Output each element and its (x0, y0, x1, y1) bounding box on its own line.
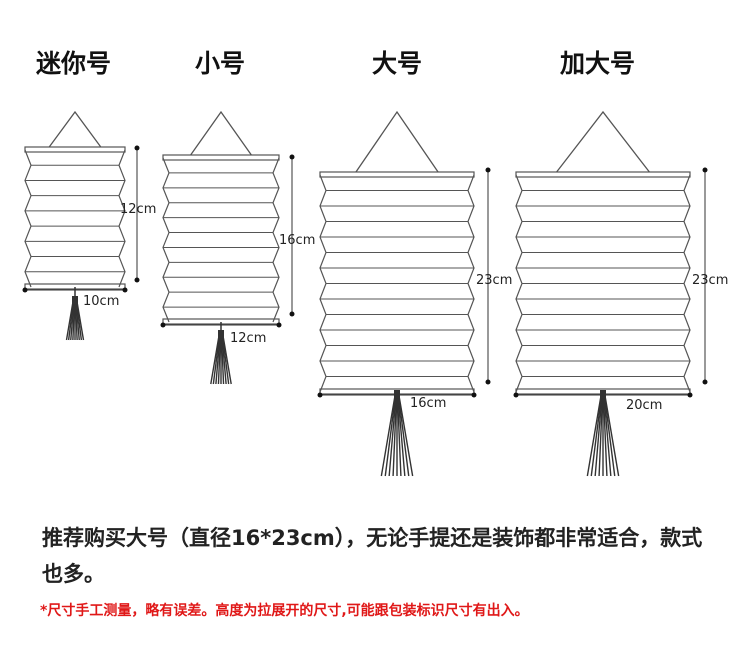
dimension-dot (122, 287, 128, 293)
tassel-thread (215, 337, 221, 385)
purchase-recommendation: 推荐购买大号（直径16*23cm），无论手提还是装饰都非常适合，款式也多。 (42, 526, 703, 586)
dimension-dot (317, 392, 323, 398)
measurement-note: *尺寸手工测量，略有误差。高度为拉展开的尺寸,可能跟包装标识尺寸有出入。 (40, 603, 529, 619)
width-label-small: 12cm (230, 331, 266, 346)
tassel-thread (212, 337, 220, 385)
lantern-top-rim-mini (24, 146, 126, 153)
tassel-thread (222, 337, 232, 385)
tassel-thread (397, 397, 406, 477)
width-label-large: 16cm (410, 396, 446, 411)
lantern-mini: 12cm 10cm (22, 110, 156, 341)
tassel-thread (392, 397, 398, 477)
lantern-left-edge-mini (24, 149, 32, 288)
lantern-left-edge-large (319, 174, 327, 393)
tassel-thread (217, 337, 222, 385)
width-label-mini: 10cm (83, 294, 119, 309)
tassel-thread (76, 303, 85, 341)
lantern-hanger-large (353, 110, 441, 176)
lantern-top-rim-large (319, 171, 475, 178)
tassel-thread (75, 303, 80, 341)
lantern-xlarge: 23cm 20cm (513, 110, 728, 477)
tassel-thread (604, 397, 616, 477)
tassel-thread (65, 303, 74, 341)
dimension-dot (485, 379, 491, 385)
tassel-knot (72, 296, 78, 304)
size-title-xlarge: 加大号 (560, 49, 636, 78)
dimension-dot (702, 379, 708, 385)
tassel-knot (394, 390, 400, 398)
tassel-thread (602, 397, 608, 477)
dimension-dot (289, 311, 295, 317)
height-label-xlarge: 23cm (692, 273, 728, 288)
lantern-right-edge-large (467, 174, 475, 393)
width-label-xlarge: 20cm (626, 398, 662, 413)
height-label-mini: 12cm (120, 202, 156, 217)
tassel-large (380, 390, 414, 477)
height-label-large: 23cm (476, 273, 512, 288)
tassel-thread (222, 337, 230, 385)
lantern-large: 23cm 16cm (317, 110, 512, 477)
dimension-dot (276, 322, 282, 328)
tassel-thread (221, 337, 227, 385)
tassel-thread (396, 397, 402, 477)
lantern-hanger-small (187, 110, 255, 159)
tassel-small (210, 322, 232, 385)
dimension-dot (687, 392, 693, 398)
tassel-thread (70, 303, 75, 341)
height-label-small: 16cm (279, 233, 315, 248)
dimension-dot (485, 167, 491, 173)
tassel-thread (594, 397, 603, 477)
tassel-thread (598, 397, 604, 477)
dimension-dot (160, 322, 166, 328)
tassel-knot (600, 390, 606, 398)
tassel-thread (398, 397, 414, 477)
dimension-dot (513, 392, 519, 398)
size-title-mini: 迷你号 (36, 49, 112, 78)
lantern-illustrations: 12cm 10cm 16cm 12cm 23cm 16cm 23cm 20cm (22, 110, 728, 477)
lantern-hanger-xlarge (553, 110, 653, 176)
tassel-xlarge (586, 390, 620, 477)
tassel-thread (604, 397, 620, 477)
tassel-thread (76, 303, 83, 341)
dimension-dot (702, 167, 708, 173)
dimension-dot (289, 154, 295, 160)
dimension-dot (471, 392, 477, 398)
tassel-thread (380, 397, 396, 477)
lantern-hanger-mini (46, 110, 104, 151)
lantern-left-edge-small (162, 157, 170, 323)
dimension-dot (22, 287, 28, 293)
tassel-thread (388, 397, 397, 477)
tassel-thread (210, 337, 220, 385)
tassel-thread (603, 397, 612, 477)
lantern-top-rim-small (162, 154, 280, 161)
tassel-thread (590, 397, 602, 477)
tassel-thread (398, 397, 410, 477)
lantern-right-edge-xlarge (683, 174, 691, 393)
tassel-thread (220, 337, 225, 385)
size-title-large: 大号 (372, 49, 423, 78)
tassel-thread (586, 397, 602, 477)
lantern-right-edge-small (272, 157, 280, 323)
dimension-dot (134, 277, 140, 283)
dimension-dot (134, 145, 140, 151)
lantern-top-rim-xlarge (515, 171, 691, 178)
tassel-thread (74, 303, 78, 341)
lantern-small: 16cm 12cm (160, 110, 315, 385)
tassel-knot (218, 330, 224, 338)
lantern-left-edge-xlarge (515, 174, 523, 393)
tassel-thread (72, 303, 76, 341)
tassel-thread (67, 303, 74, 341)
tassel-mini (65, 287, 85, 341)
tassel-thread (384, 397, 396, 477)
lantern-right-edge-mini (118, 149, 126, 288)
size-title-small: 小号 (195, 49, 246, 78)
